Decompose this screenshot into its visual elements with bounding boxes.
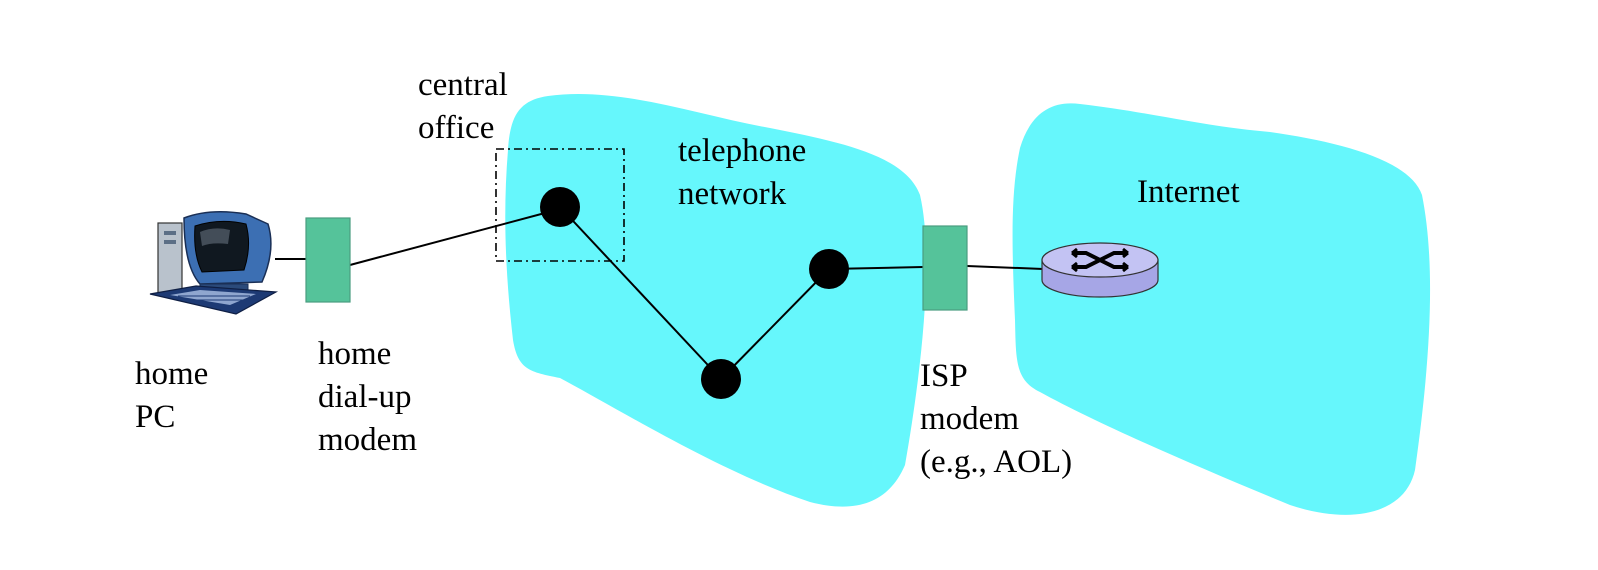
label-line: PC — [135, 399, 176, 435]
telephone-network-label: telephone network — [678, 130, 806, 216]
telephone-node-bottom — [701, 359, 741, 399]
label-line: home — [135, 356, 209, 392]
central-office-label: central office — [418, 64, 508, 150]
telephone-network-cloud — [505, 93, 927, 507]
label-line: ISP — [920, 358, 968, 394]
home-modem-label: home dial-up modem — [318, 333, 417, 462]
label-line: modem — [920, 401, 1019, 437]
modem-icon — [922, 225, 968, 311]
link-modem-to-central-office — [349, 212, 546, 266]
internet-label: Internet — [1137, 171, 1240, 214]
desktop-computer-icon — [149, 211, 279, 315]
central-office-node — [540, 187, 580, 227]
router-icon — [1041, 242, 1159, 298]
home-pc-label: home PC — [135, 353, 208, 439]
label-line: network — [678, 176, 787, 212]
modem-icon — [305, 217, 351, 303]
label-line: central — [418, 67, 508, 103]
link-isp-modem-to-router — [966, 265, 1044, 270]
label-line: home — [318, 336, 392, 372]
telephone-node-right — [809, 249, 849, 289]
label-line: office — [418, 110, 495, 146]
isp-modem-label: ISP modem (e.g., AOL) — [920, 355, 1072, 484]
label-line: Internet — [1137, 174, 1240, 210]
label-line: modem — [318, 422, 417, 458]
label-line: (e.g., AOL) — [920, 444, 1073, 480]
central-office-box — [495, 148, 625, 262]
links — [275, 206, 1044, 380]
internet-cloud — [1012, 103, 1431, 515]
link-bottom-node-to-right-node — [720, 268, 830, 380]
link-central-office-to-bottom-node — [559, 206, 722, 380]
label-line: dial-up — [318, 379, 412, 415]
label-line: telephone — [678, 133, 807, 169]
